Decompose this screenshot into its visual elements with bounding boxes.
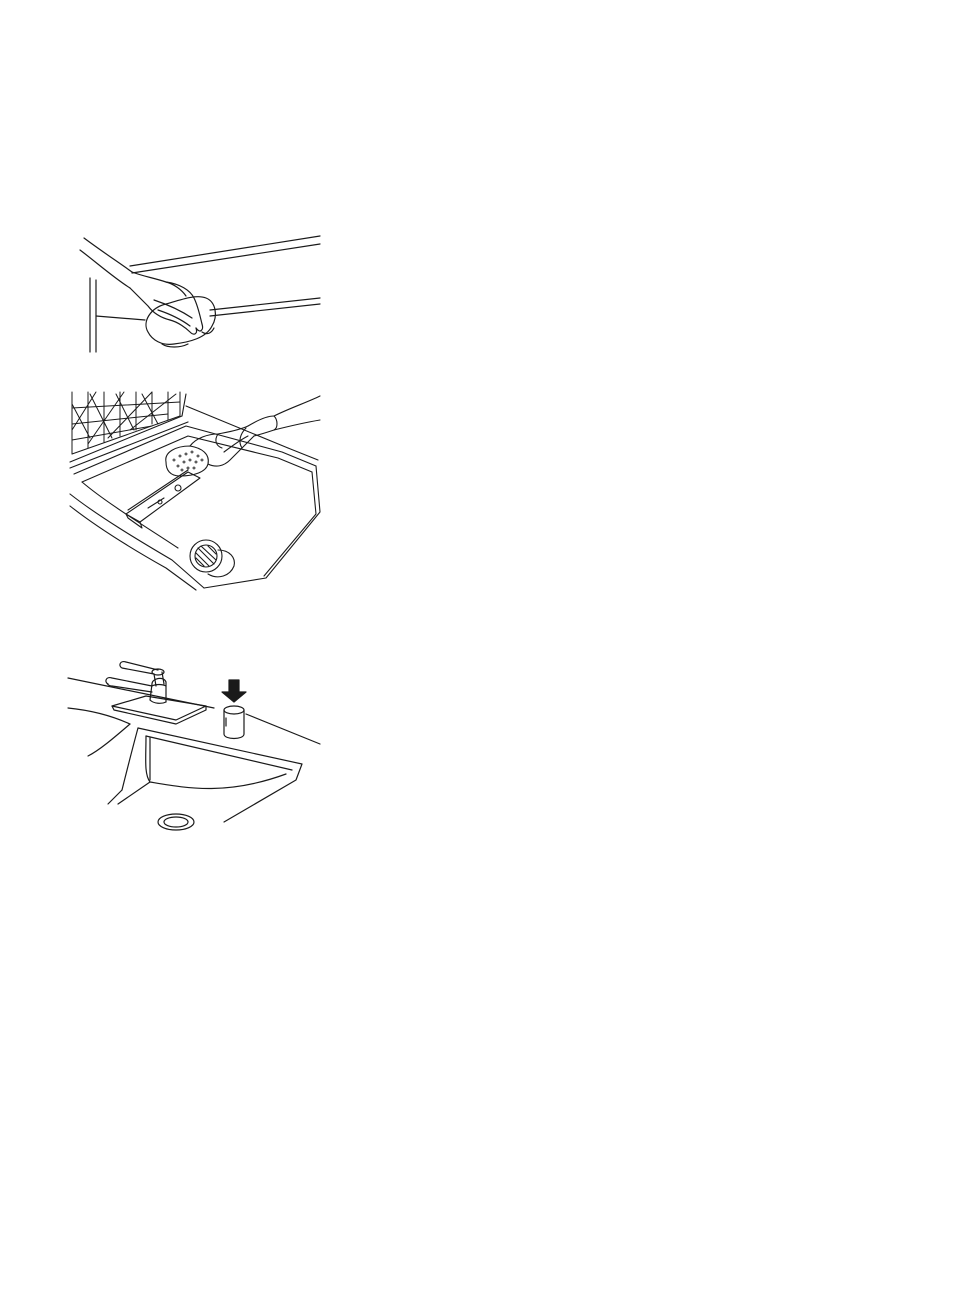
gloved-hand-sponge-tub-icon (68, 390, 322, 594)
hand-wiping-cloth-icon (70, 228, 322, 354)
faucet-sink-air-gap-icon (66, 654, 322, 834)
